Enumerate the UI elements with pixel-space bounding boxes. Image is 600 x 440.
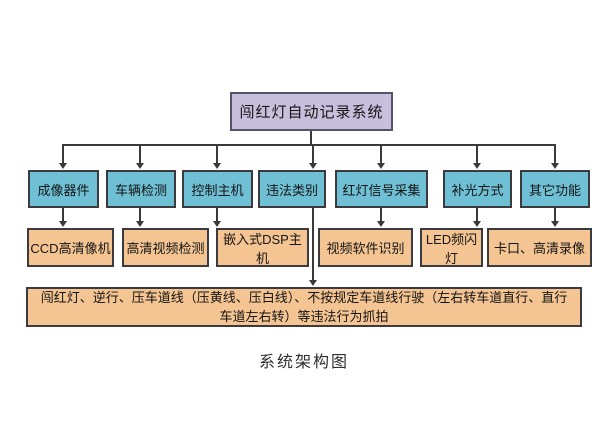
arrowhead-down-icon xyxy=(59,163,67,169)
arrowhead-down-icon xyxy=(473,163,481,169)
connector-violation-to-summary xyxy=(312,208,314,280)
level2-node-supplementary-light: 补光方式 xyxy=(443,170,512,208)
level2-node-vehicle-detection: 车辆检测 xyxy=(106,170,176,208)
connector-drop xyxy=(312,145,314,163)
level2-node-other-functions: 其它功能 xyxy=(520,170,590,208)
connector-drop xyxy=(62,208,64,221)
arrowhead-down-icon xyxy=(213,163,221,169)
violation-summary-box: 闯红灯、逆行、压车道线（压黄线、压白线）、不按规定车道线行驶（左右转车道直行、直… xyxy=(26,287,582,327)
connector-drop xyxy=(476,145,478,163)
level2-node-control-host: 控制主机 xyxy=(182,170,253,208)
level3-node-hd-video-detection: 高清视频检测 xyxy=(122,228,209,267)
arrowhead-down-icon xyxy=(213,221,221,227)
level2-node-red-light-signal-capture: 红灯信号采集 xyxy=(335,170,428,208)
connector-drop xyxy=(62,145,64,163)
connector-drop xyxy=(139,145,141,163)
level2-node-violation-type: 违法类别 xyxy=(258,170,326,208)
arrowhead-down-icon xyxy=(473,221,481,227)
connector-drop xyxy=(216,145,218,163)
arrowhead-down-icon xyxy=(377,163,385,169)
level3-node-embedded-dsp-host: 嵌入式DSP主机 xyxy=(216,228,309,267)
connector-drop xyxy=(554,145,556,163)
level3-node-checkpoint-hd-recording: 卡口、高清录像 xyxy=(487,228,592,267)
connector-drop xyxy=(380,145,382,163)
arrowhead-down-icon xyxy=(136,163,144,169)
arrowhead-down-icon xyxy=(136,221,144,227)
root-node-system-title: 闯红灯自动记录系统 xyxy=(230,92,393,131)
connector-root-trunk xyxy=(310,131,312,145)
level3-node-led-strobe-light: LED频闪灯 xyxy=(420,228,483,267)
arrowhead-down-icon xyxy=(59,221,67,227)
arrowhead-down-icon xyxy=(309,163,317,169)
level2-node-imaging-device: 成像器件 xyxy=(28,170,99,208)
diagram-caption: 系统架构图 xyxy=(258,354,349,371)
level3-node-ccd-hd-camera: CCD高清像机 xyxy=(27,228,114,267)
connector-bus xyxy=(62,144,556,146)
connector-drop xyxy=(476,208,478,221)
arrowhead-down-icon xyxy=(551,221,559,227)
connector-drop xyxy=(380,208,382,221)
arrowhead-down-icon xyxy=(377,221,385,227)
level3-node-video-software-recognition: 视频软件识别 xyxy=(318,228,413,267)
arrowhead-down-icon xyxy=(309,280,317,286)
connector-drop xyxy=(554,208,556,221)
arrowhead-down-icon xyxy=(551,163,559,169)
connector-drop xyxy=(216,208,218,221)
connector-drop xyxy=(139,208,141,221)
